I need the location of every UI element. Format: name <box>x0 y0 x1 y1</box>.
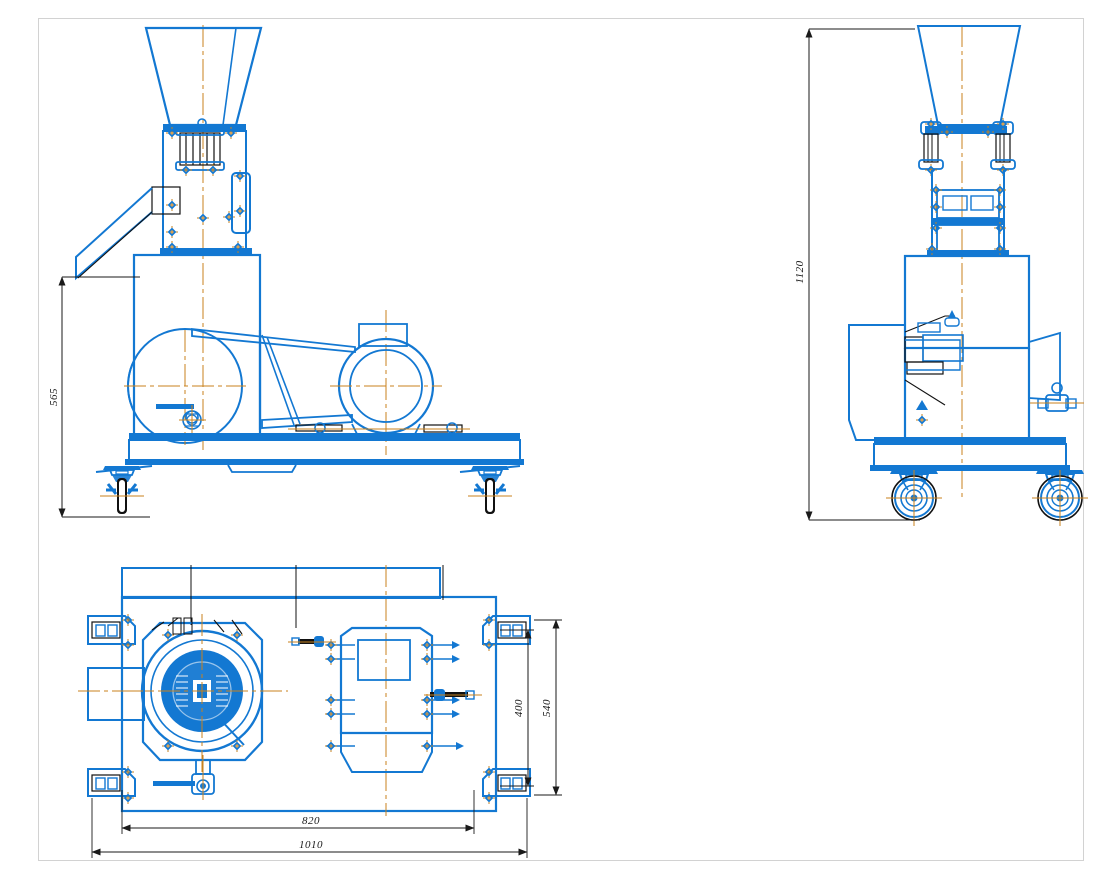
dimension-label-565: 565 <box>48 388 60 406</box>
tension-screw-left <box>288 636 336 647</box>
caster-bracket-plan-br <box>482 765 531 805</box>
discharge-housing-end <box>848 324 906 441</box>
machine-column-front <box>162 130 251 252</box>
dimension-label-820: 820 <box>302 815 320 827</box>
machine-column-end <box>925 170 1009 257</box>
motor-slide-rail-front <box>288 422 470 434</box>
discharge-chute-front <box>75 186 181 281</box>
dimension-540: 540 <box>534 619 562 796</box>
dimension-565: 565 <box>48 276 150 518</box>
base-frame-front <box>125 433 524 473</box>
sheet-border <box>38 18 1084 861</box>
caster-mount-plates <box>95 465 521 473</box>
grease-nipple-plan <box>153 755 215 800</box>
die-chamber-pulley-front <box>124 328 246 445</box>
dimension-820: 820 <box>121 790 475 834</box>
dimension-label-400: 400 <box>513 699 525 717</box>
tension-screw-right <box>424 689 482 701</box>
caster-front-right <box>466 464 514 516</box>
view-front-elevation: 565 <box>48 25 524 518</box>
caster-end-left <box>885 469 943 527</box>
view-plan: 400 540 820 1010 <box>78 565 562 858</box>
main-body-housing-front <box>132 253 262 437</box>
caster-bracket-plan-bl <box>87 765 136 805</box>
caster-end-right <box>1031 469 1089 527</box>
discharge-chute-plan <box>78 667 150 721</box>
dimension-1120: 1120 <box>794 28 920 521</box>
column-base-flange <box>160 240 252 255</box>
base-frame-end <box>870 437 1070 471</box>
drive-belt-front <box>191 327 356 429</box>
motor-footprint-plan <box>288 626 482 773</box>
hopper-footprint-plan <box>121 567 441 599</box>
hopper-flange-assembly <box>163 118 246 177</box>
feed-hopper-end <box>916 25 1022 126</box>
die-chamber-plan <box>124 614 288 775</box>
dimension-label-1120: 1120 <box>794 260 806 283</box>
dimension-label-1010: 1010 <box>299 839 323 851</box>
view-end-elevation: 1120 <box>794 25 1089 527</box>
dimension-label-540: 540 <box>541 699 553 717</box>
caster-bracket-plan-tl <box>87 613 136 652</box>
dimension-1010: 1010 <box>91 798 528 858</box>
caster-bracket-plan-tr <box>482 613 531 652</box>
caster-front-left <box>98 464 146 516</box>
hopper-flange-end <box>918 117 1016 177</box>
internal-gear-assembly-end <box>904 310 964 427</box>
outlet-valve-end <box>1028 331 1084 412</box>
dimension-400: 400 <box>500 629 534 787</box>
grease-nipple-front <box>179 405 206 434</box>
